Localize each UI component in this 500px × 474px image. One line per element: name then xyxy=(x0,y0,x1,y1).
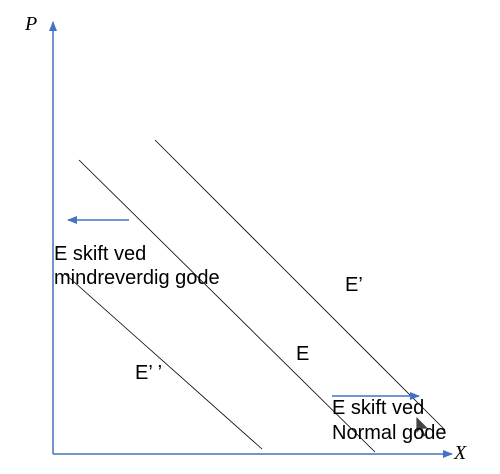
curve-label-e-double-prime: E’ ’ xyxy=(135,362,163,384)
curve-label-e-prime: E’ xyxy=(345,274,363,296)
x-axis-label: X xyxy=(454,442,467,464)
y-axis-label: P xyxy=(25,13,38,35)
inferior-good-annotation-line2: mindreverdig gode xyxy=(54,267,220,289)
inferior-good-annotation-line1: E skift ved xyxy=(54,243,147,265)
normal-good-annotation-line2: Normal gode xyxy=(332,422,447,444)
mouse-cursor-icon xyxy=(415,415,430,438)
curve-e-prime xyxy=(154,139,446,431)
normal-good-annotation-line1: E skift ved xyxy=(332,397,425,419)
curve-e xyxy=(78,159,376,453)
curve-label-e: E xyxy=(296,343,310,365)
curve-e-double-prime xyxy=(63,272,263,450)
